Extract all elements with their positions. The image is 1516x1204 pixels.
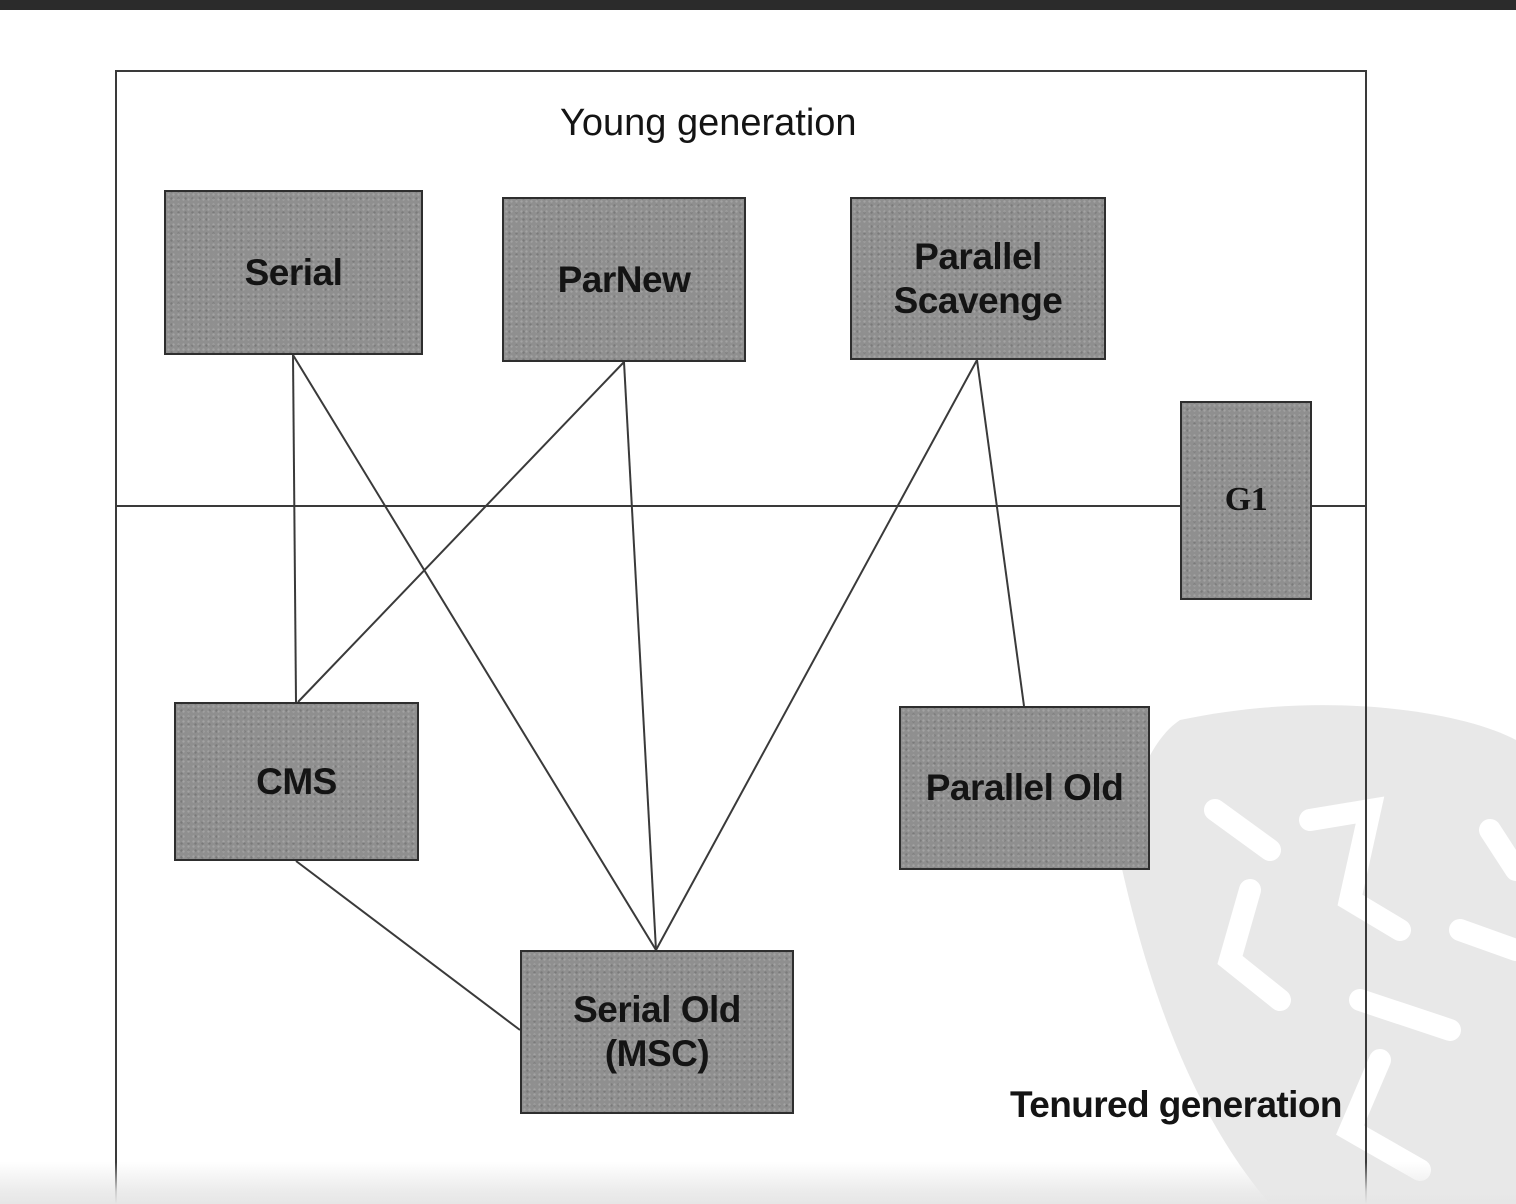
connector-parallel-scavenge-to-serial-old [655, 359, 978, 951]
connector-serial-to-cms [292, 354, 297, 703]
parnew-collector-box: ParNew [502, 197, 746, 362]
generation-frame [115, 70, 1367, 1204]
parallel-scavenge-collector-label: Parallel Scavenge [893, 235, 1063, 321]
connector-cms-to-serial-old [295, 860, 521, 1031]
parallel-scavenge-collector-box: Parallel Scavenge [850, 197, 1106, 360]
young-generation-label: Young generation [560, 102, 857, 144]
connector-parnew-to-cms [297, 361, 625, 703]
g1-collector-box: G1 [1180, 401, 1312, 600]
serial-old-collector-label: Serial Old (MSC) [573, 989, 741, 1074]
watermark-stamp [1120, 705, 1516, 1204]
parnew-collector-label: ParNew [557, 258, 691, 300]
serial-collector-box: Serial [164, 190, 423, 355]
connector-parallel-scavenge-to-parallel-old [976, 359, 1025, 707]
serial-collector-label: Serial [244, 251, 343, 293]
bottom-fade [0, 1162, 1516, 1204]
cms-collector-box: CMS [174, 702, 419, 861]
cms-collector-label: CMS [256, 760, 337, 802]
generation-divider [115, 505, 1367, 507]
serial-old-collector-box: Serial Old (MSC) [520, 950, 794, 1114]
top-edge-bar [0, 0, 1516, 10]
tenured-generation-label: Tenured generation [1010, 1084, 1342, 1125]
g1-collector-label: G1 [1224, 481, 1268, 519]
connector-parnew-to-serial-old [623, 361, 657, 951]
parallel-old-collector-box: Parallel Old [899, 706, 1150, 870]
connector-serial-to-serial-old [292, 354, 657, 951]
parallel-old-collector-label: Parallel Old [925, 767, 1124, 809]
